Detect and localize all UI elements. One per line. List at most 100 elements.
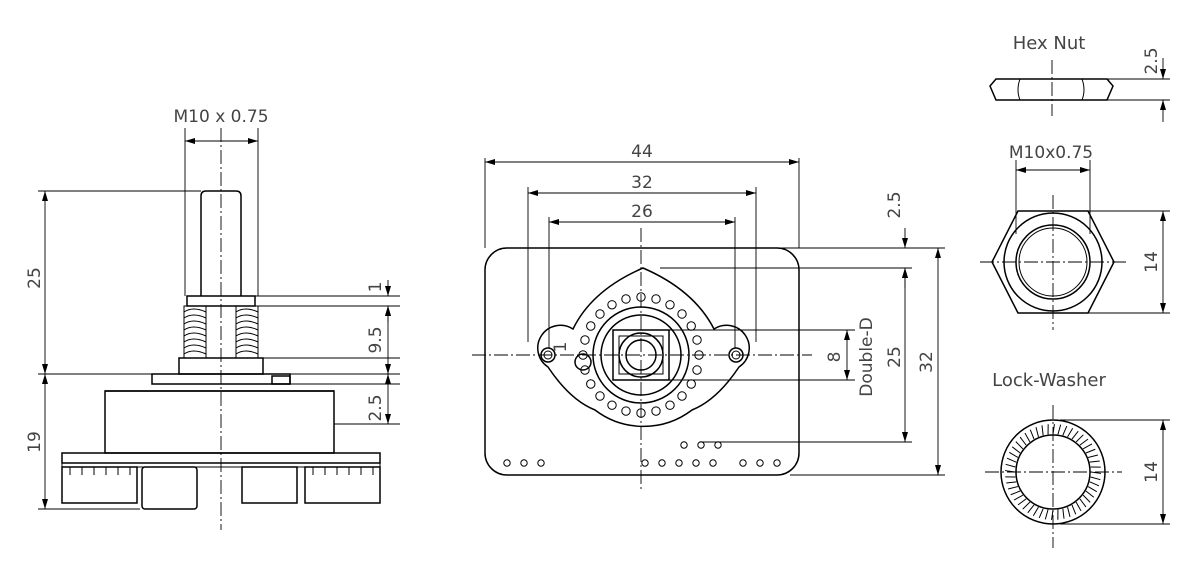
pin1-marker bbox=[574, 353, 592, 371]
pad bbox=[773, 459, 781, 467]
pad bbox=[621, 406, 631, 416]
washer-tooth bbox=[1032, 506, 1039, 517]
washer-tooth bbox=[1087, 454, 1099, 458]
hex-nut-front: M10x0.75 14 bbox=[980, 143, 1170, 330]
pad bbox=[692, 459, 700, 467]
bottom-pads bbox=[503, 441, 781, 467]
washer-tooth bbox=[1022, 501, 1031, 510]
pad bbox=[607, 300, 617, 310]
washer-tooth bbox=[1024, 432, 1031, 443]
washer-tooth bbox=[1019, 436, 1027, 446]
washer-tooth bbox=[1085, 490, 1095, 498]
washer-tooth bbox=[1038, 508, 1044, 519]
washer-tooth bbox=[1015, 441, 1024, 450]
bushing-top bbox=[186, 295, 256, 307]
pad bbox=[537, 459, 545, 467]
pad bbox=[677, 309, 687, 319]
pad bbox=[686, 321, 696, 331]
pad bbox=[677, 391, 687, 401]
washer-tooth bbox=[1017, 498, 1027, 506]
pad bbox=[651, 406, 661, 416]
pad bbox=[756, 459, 764, 467]
lock-washer: Lock-Washer 14 bbox=[985, 370, 1170, 548]
side-thread-label: M10 x 0.75 bbox=[173, 107, 268, 127]
front-dim-32v: 32 bbox=[917, 351, 937, 373]
connector-mid-left bbox=[141, 466, 198, 510]
pad bbox=[692, 335, 702, 345]
washer-tooth bbox=[1029, 429, 1035, 440]
pad bbox=[607, 400, 617, 410]
front-dim-26: 26 bbox=[631, 202, 653, 222]
side-dim-25: 25 bbox=[25, 267, 45, 289]
pad bbox=[580, 365, 590, 375]
front-dim-25: 25 bbox=[885, 346, 905, 368]
front-dim-32: 32 bbox=[631, 173, 653, 193]
washer-tooth bbox=[1010, 490, 1021, 496]
pad bbox=[586, 321, 596, 331]
washer-dim-14: 14 bbox=[1142, 461, 1162, 483]
side-dim-1: 1 bbox=[366, 282, 386, 293]
pad bbox=[709, 459, 717, 467]
washer-tooth bbox=[1067, 506, 1071, 518]
pad bbox=[692, 365, 702, 375]
washer-tooth bbox=[1082, 443, 1093, 450]
washer-tooth bbox=[1082, 494, 1091, 503]
hex-nut-dim-14: 14 bbox=[1142, 251, 1162, 273]
washer-tooth bbox=[1087, 486, 1098, 493]
pad bbox=[665, 400, 675, 410]
washer-tooth bbox=[1041, 425, 1044, 436]
pad bbox=[686, 379, 696, 389]
washer-tooth bbox=[1035, 426, 1039, 438]
washer-tooth bbox=[1013, 494, 1024, 501]
pad bbox=[580, 335, 590, 345]
pad bbox=[595, 391, 605, 401]
washer-tooth bbox=[1085, 448, 1096, 454]
washer-tooth bbox=[1005, 463, 1016, 468]
connector-left bbox=[61, 466, 138, 504]
cap-tab bbox=[271, 375, 291, 385]
washer-tooth bbox=[1067, 427, 1074, 438]
washer-tooth bbox=[1071, 504, 1077, 515]
washer-tooth bbox=[1079, 438, 1089, 446]
board-outline bbox=[484, 247, 800, 476]
washer-tooth bbox=[1089, 460, 1100, 463]
lock-washer-title: Lock-Washer bbox=[992, 370, 1106, 391]
washer-tooth bbox=[1044, 509, 1049, 520]
washer-ext-lines bbox=[1060, 419, 1170, 525]
pad bbox=[675, 459, 683, 467]
hex-nut-profile bbox=[989, 78, 1114, 101]
side-dim-9-5: 9.5 bbox=[366, 326, 386, 353]
pad bbox=[641, 459, 649, 467]
washer-tooth bbox=[1062, 425, 1068, 436]
mounting-flange bbox=[537, 267, 750, 428]
pad bbox=[739, 459, 747, 467]
side-dim-2-5: 2.5 bbox=[366, 394, 386, 421]
hex-nut-dim-2-5: 2.5 bbox=[1142, 47, 1162, 74]
front-dim-8: 8 bbox=[825, 352, 845, 363]
front-dim-top: 2.5 bbox=[885, 191, 905, 218]
hex-nut-thread-label: M10x0.75 bbox=[1009, 143, 1093, 163]
pad bbox=[658, 459, 666, 467]
pad bbox=[651, 294, 661, 304]
pad bbox=[520, 459, 528, 467]
side-dim-19: 19 bbox=[25, 431, 45, 453]
washer-tooth bbox=[1075, 434, 1084, 443]
pcb-pins bbox=[69, 462, 374, 475]
hex-nut-ext-lines bbox=[1107, 78, 1170, 101]
pad bbox=[621, 294, 631, 304]
washer-tooth bbox=[1008, 451, 1019, 458]
pad bbox=[665, 300, 675, 310]
connector-mid-right bbox=[241, 466, 298, 504]
washer-tooth bbox=[1057, 424, 1062, 435]
front-dim-44: 44 bbox=[631, 142, 653, 162]
pad bbox=[595, 309, 605, 319]
washer-tooth bbox=[1090, 476, 1101, 481]
pad bbox=[586, 379, 596, 389]
hex-nut-title: Hex Nut bbox=[1013, 33, 1086, 54]
washer-tooth bbox=[1007, 486, 1019, 490]
side-ext-lines bbox=[38, 128, 400, 510]
side-view: M10 x 0.75 25 19 1 9.5 2.5 bbox=[25, 107, 400, 530]
spring-left bbox=[183, 305, 207, 359]
pin1-label: 1 bbox=[551, 342, 571, 353]
